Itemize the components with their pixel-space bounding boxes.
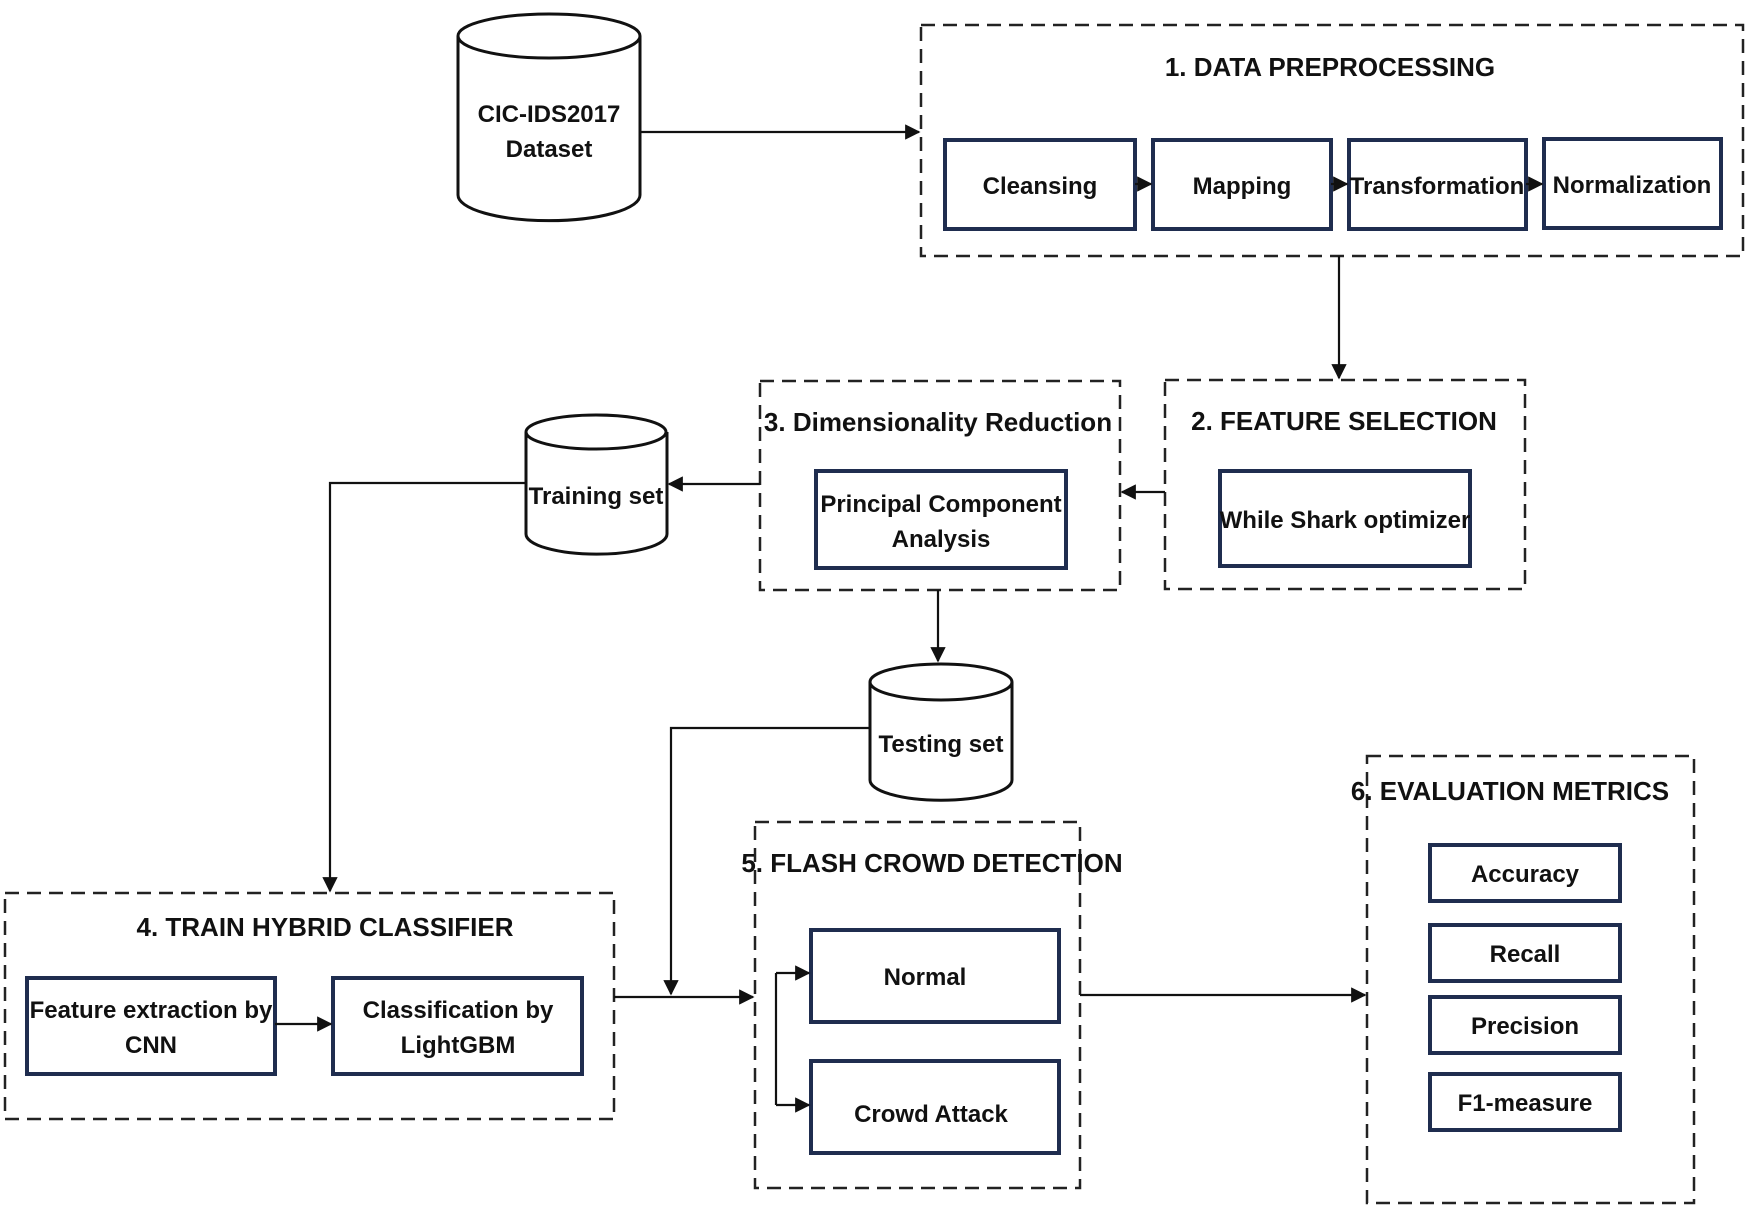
step-label-transformation: Transformation: [1350, 173, 1525, 200]
metric-label-f1: F1-measure: [1458, 1090, 1593, 1117]
arrow-testing-set-to-detection: [663, 726, 870, 996]
shark-optimizer-label: While Shark optimizer: [1220, 507, 1471, 534]
preprocessing-title: 1. DATA PREPROCESSING: [1165, 52, 1495, 82]
pca-label-line2: Analysis: [892, 526, 991, 553]
dataset-label-line1: CIC-IDS2017: [478, 101, 621, 128]
cnn-label-line2: CNN: [125, 1032, 177, 1059]
connectors: [275, 124, 1544, 1113]
evaluation-section: 6. EVALUATION METRICS Accuracy Recall Pr…: [1351, 754, 1696, 1205]
feature-selection-title: 2. FEATURE SELECTION: [1191, 406, 1497, 436]
metric-label-recall: Recall: [1490, 941, 1561, 968]
evaluation-title: 6. EVALUATION METRICS: [1351, 776, 1669, 806]
metric-label-precision: Precision: [1471, 1013, 1579, 1040]
dimensionality-section: 3. Dimensionality Reduction Principal Co…: [758, 379, 1122, 592]
testing-set-cylinder: Testing set: [868, 662, 1014, 802]
dataset-label-line2: Dataset: [506, 136, 593, 163]
dimensionality-title: 3. Dimensionality Reduction: [764, 407, 1112, 437]
classifier-title: 4. TRAIN HYBRID CLASSIFIER: [136, 912, 513, 942]
normal-box: [809, 928, 1061, 1024]
metric-label-accuracy: Accuracy: [1471, 861, 1580, 888]
metric-box-recall: [1428, 923, 1622, 983]
testing-set-label: Testing set: [879, 731, 1004, 758]
training-set-label: Training set: [529, 483, 664, 510]
step-label-cleansing: Cleansing: [983, 173, 1098, 200]
step-box-transformation: [1347, 138, 1528, 231]
shark-optimizer-box: [1218, 469, 1472, 568]
lightgbm-box: [331, 976, 584, 1076]
pca-box: [814, 469, 1068, 570]
step-box-normalization: [1542, 137, 1723, 230]
preprocessing-section: 1. DATA PREPROCESSING Cleansing Mapping …: [919, 23, 1745, 258]
training-set-cylinder: Training set: [524, 413, 669, 556]
step-label-normalization: Normalization: [1553, 172, 1712, 199]
detection-title: 5. FLASH CROWD DETECTION: [741, 848, 1122, 878]
classifier-section: 4. TRAIN HYBRID CLASSIFIER Feature extra…: [3, 891, 616, 1121]
step-box-mapping: [1151, 138, 1333, 231]
feature-selection-section: 2. FEATURE SELECTION While Shark optimiz…: [1163, 378, 1527, 591]
dataset-cylinder: CIC-IDS2017 Dataset: [456, 12, 642, 223]
cnn-label-line1: Feature extraction by: [30, 997, 273, 1024]
metric-box-f1: [1428, 1072, 1622, 1132]
cnn-box: [25, 976, 277, 1076]
crowd-attack-box: [809, 1059, 1061, 1155]
metric-box-accuracy: [1428, 843, 1622, 903]
lightgbm-label-line1: Classification by: [363, 997, 554, 1024]
normal-label: Normal: [884, 964, 967, 991]
step-label-mapping: Mapping: [1193, 173, 1292, 200]
pca-label-line1: Principal Component: [820, 491, 1061, 518]
arrow-training-set-to-classifier: [322, 481, 526, 893]
metric-box-precision: [1428, 995, 1622, 1055]
detection-section: 5. FLASH CROWD DETECTION Normal Crowd At…: [741, 820, 1123, 1190]
crowd-attack-label: Crowd Attack: [854, 1101, 1008, 1128]
lightgbm-label-line2: LightGBM: [401, 1032, 516, 1059]
